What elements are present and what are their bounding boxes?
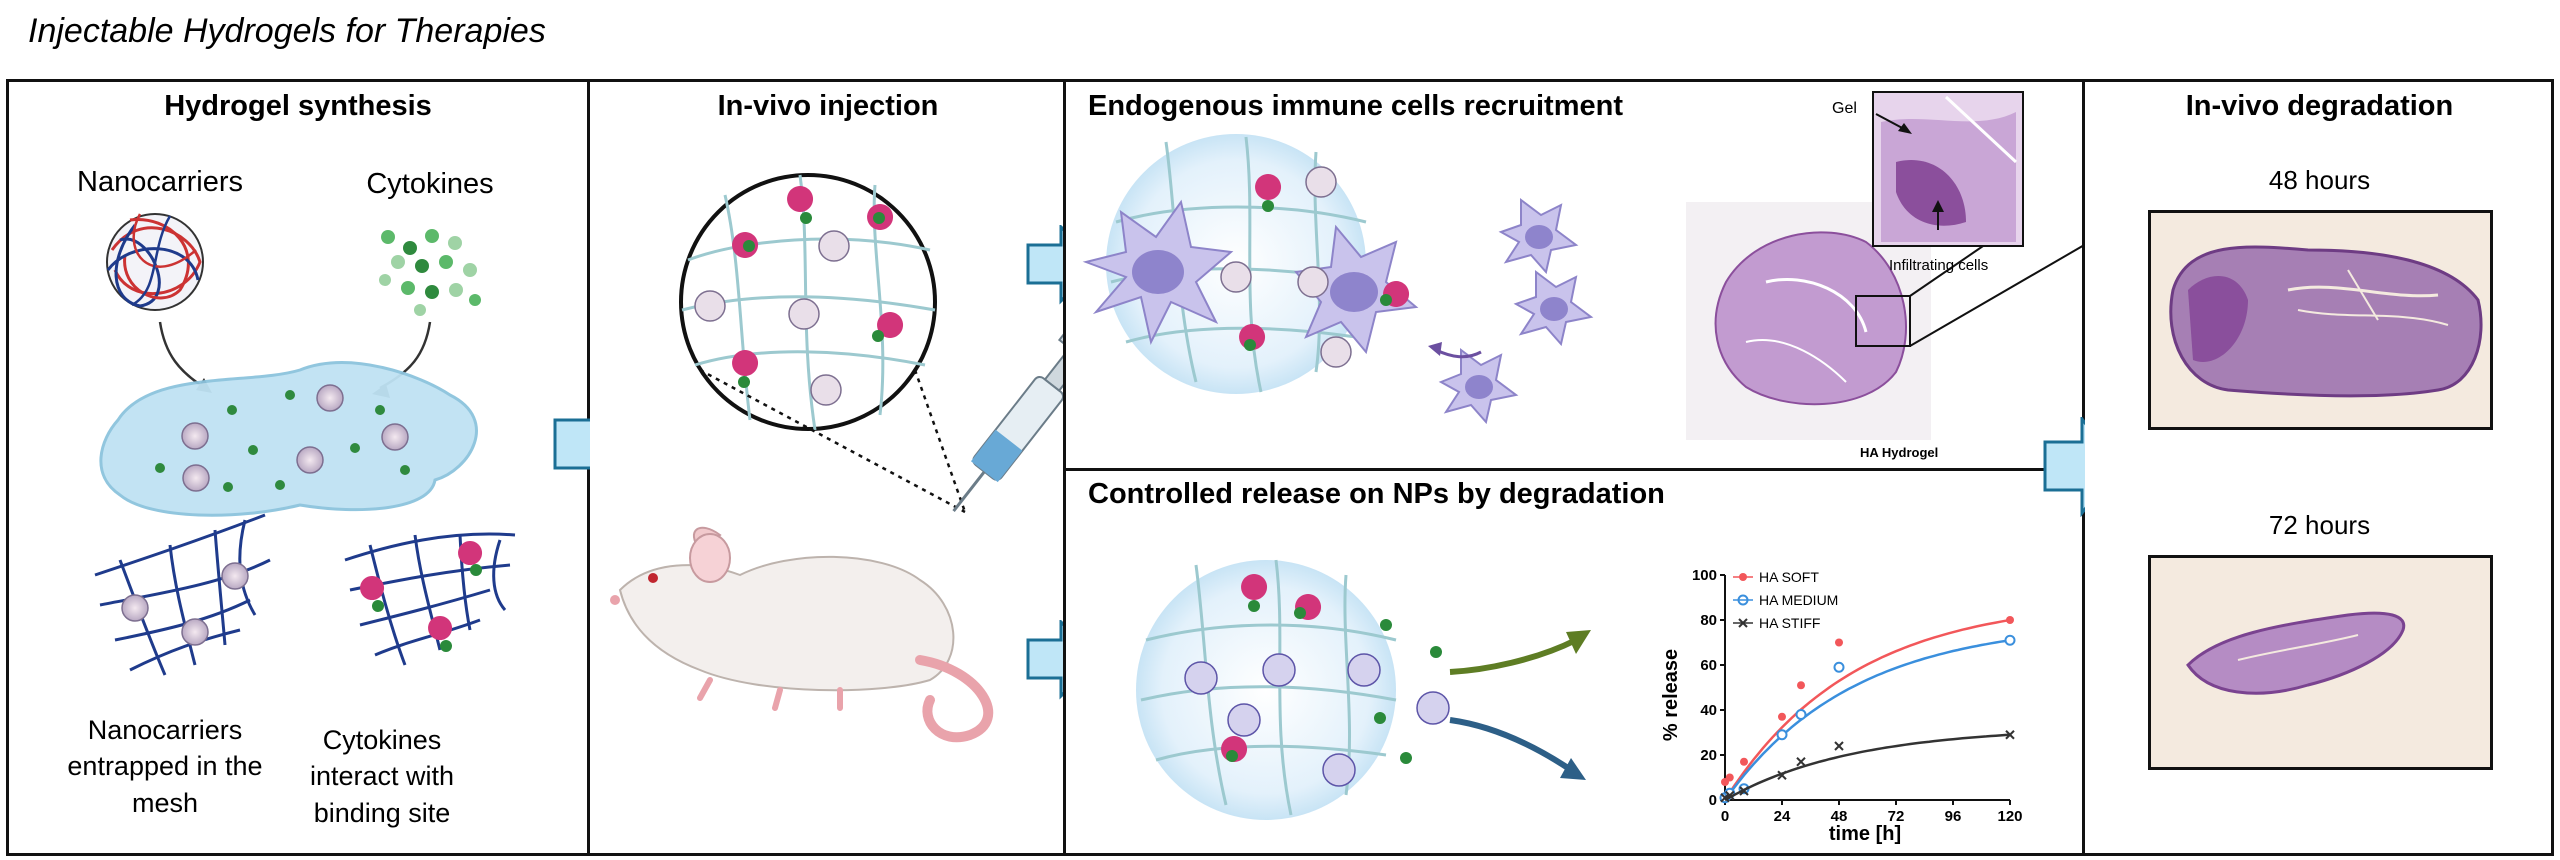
chart-point-stroke — [1725, 790, 1735, 801]
chart-y-tick-label: 20 — [1700, 747, 1717, 764]
histology-caption: HA Hydrogel — [1860, 445, 1939, 460]
migration-arrow-icon — [1435, 348, 1482, 359]
release-arrow-icon — [1449, 637, 1578, 675]
immune-cell-icon — [1082, 199, 1234, 345]
nanocarriers-label: Nanocarriers — [77, 166, 243, 198]
chart-point — [1776, 729, 1788, 741]
histology-48h-image — [2148, 210, 2493, 430]
release-illustration — [1136, 559, 1591, 820]
chart-point — [1834, 741, 1844, 751]
chart-y-tick-label: 80 — [1700, 612, 1717, 629]
chart-point — [1778, 712, 1786, 721]
chart-ylabel: % release — [1660, 649, 1682, 741]
recruitment-illustration — [1082, 91, 2082, 440]
chart-x-tick-label: 120 — [1997, 808, 2022, 825]
entrapped-caption: Nanocarriers entrapped in the mesh — [67, 715, 263, 818]
chart-point — [1835, 638, 1843, 647]
chart-point — [1796, 757, 1806, 767]
chart-point — [1740, 757, 1748, 766]
chart-x-tick-label: 0 — [1721, 808, 1729, 825]
immune-cell-icon — [1294, 224, 1419, 355]
chart-point — [1725, 790, 1735, 801]
chart-point — [1833, 661, 1845, 673]
free-immune-cell-icon — [1498, 198, 1579, 275]
chart-point-stroke — [1739, 786, 1749, 796]
chart-series-line — [1723, 639, 2011, 801]
recruitment-title: Endogenous immune cells recruitment — [1088, 90, 1623, 122]
free-immune-cell-icon — [1438, 348, 1519, 425]
chart-point — [1797, 681, 1805, 690]
hydrogel-sphere-icon — [1136, 560, 1396, 820]
histology-72h-image — [2148, 555, 2493, 770]
chart-series-line — [1724, 733, 2011, 802]
degradation-title: In-vivo degradation — [2185, 90, 2454, 122]
chart-point-stroke — [1777, 770, 1787, 780]
chart-y-tick-label: 60 — [1700, 657, 1717, 674]
chart-x-tick-label: 96 — [1945, 808, 1962, 825]
chart-x-tick-label: 72 — [1888, 808, 1905, 825]
chart-legend-label: HA MEDIUM — [1759, 592, 1838, 608]
chart-legend-label: HA SOFT — [1759, 569, 1819, 585]
synthesis-illustration — [94, 213, 516, 676]
interact-caption: Cytokines interact with binding site — [309, 725, 455, 828]
cytokines-label: Cytokines — [366, 168, 494, 200]
free-immune-cell-icon — [1513, 270, 1594, 347]
injection-illustration — [610, 173, 1066, 743]
synthesis-title: Hydrogel synthesis — [164, 90, 432, 122]
syringe-icon — [952, 330, 1066, 513]
chart-xlabel: time [h] — [1829, 823, 1901, 845]
chart-point — [2006, 616, 2014, 624]
label-48-hours: 48 hours — [2268, 165, 2371, 195]
nanocarrier-ball-icon — [106, 213, 204, 311]
figure-title: Injectable Hydrogels for Therapies — [28, 12, 546, 50]
mouse-icon — [610, 526, 994, 743]
arrow-icon — [158, 321, 206, 390]
infiltrating-cells-label: Infiltrating cells — [1889, 257, 1989, 274]
label-72-hours: 72 hours — [2268, 510, 2371, 540]
chart-point — [1777, 770, 1787, 780]
chart-point — [1739, 786, 1749, 796]
chart-point — [1720, 793, 1730, 803]
release-title: Controlled release on NPs by degradation — [1088, 478, 1665, 510]
chart-point — [1725, 773, 1734, 782]
chart-series-line — [1723, 618, 2011, 801]
gel-label: Gel — [1832, 100, 1857, 117]
release-chart: 0 24 48 72 96 120 0 20 40 60 80 100 HA SOFT HA MEDIU… — [1660, 567, 2023, 845]
release-arrow-icon — [1449, 717, 1573, 773]
chart-y-tick-label: 0 — [1709, 792, 1717, 809]
chart-x-tick-label: 24 — [1774, 808, 1791, 825]
chart-point-stroke — [1796, 757, 1806, 767]
cytokine-dots-icon — [379, 229, 481, 316]
chart-y-tick-label: 100 — [1692, 567, 1717, 584]
mesh-nanocarriers-icon — [94, 513, 271, 676]
chart-point-stroke — [2005, 730, 2015, 740]
chart-point — [1795, 709, 1807, 720]
chart-x-tick-label: 48 — [1831, 808, 1848, 825]
chart-point — [2005, 730, 2015, 740]
chart-legend-label: HA STIFF — [1759, 615, 1820, 631]
chart-point-stroke — [1720, 793, 1730, 803]
hydrogel-blob-icon — [99, 361, 478, 517]
chart-y-tick-label: 40 — [1700, 702, 1717, 719]
injection-title: In-vivo injection — [717, 90, 939, 122]
chart-point — [2004, 634, 2016, 646]
chart-point-stroke — [1834, 741, 1844, 751]
